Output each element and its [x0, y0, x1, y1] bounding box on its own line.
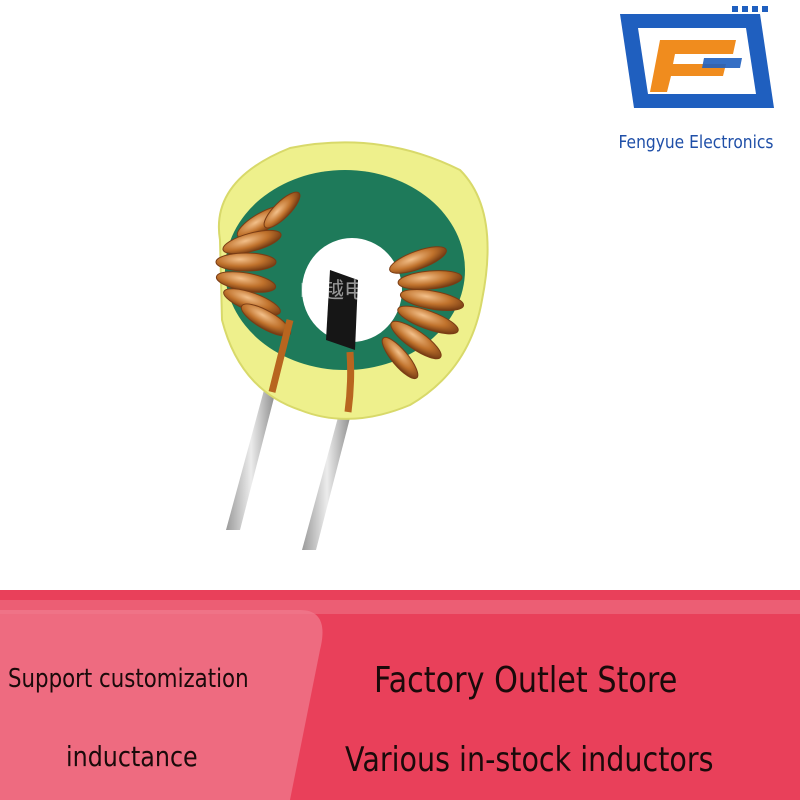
- banner-right-line-2: Various in-stock inductors: [345, 740, 714, 780]
- banner-right-line-1: Factory Outlet Store: [374, 660, 678, 701]
- brand-name: Fengyue Electronics: [618, 132, 774, 153]
- banner-left-line-1: Support customization: [8, 664, 249, 694]
- watermark-text: 峰越电子: [300, 279, 388, 304]
- fengyue-logo: [620, 6, 774, 108]
- toroidal-inductor-image: 峰越电子: [215, 141, 489, 550]
- promo-banner-background: [0, 590, 800, 800]
- banner-left-line-2: inductance: [66, 740, 198, 773]
